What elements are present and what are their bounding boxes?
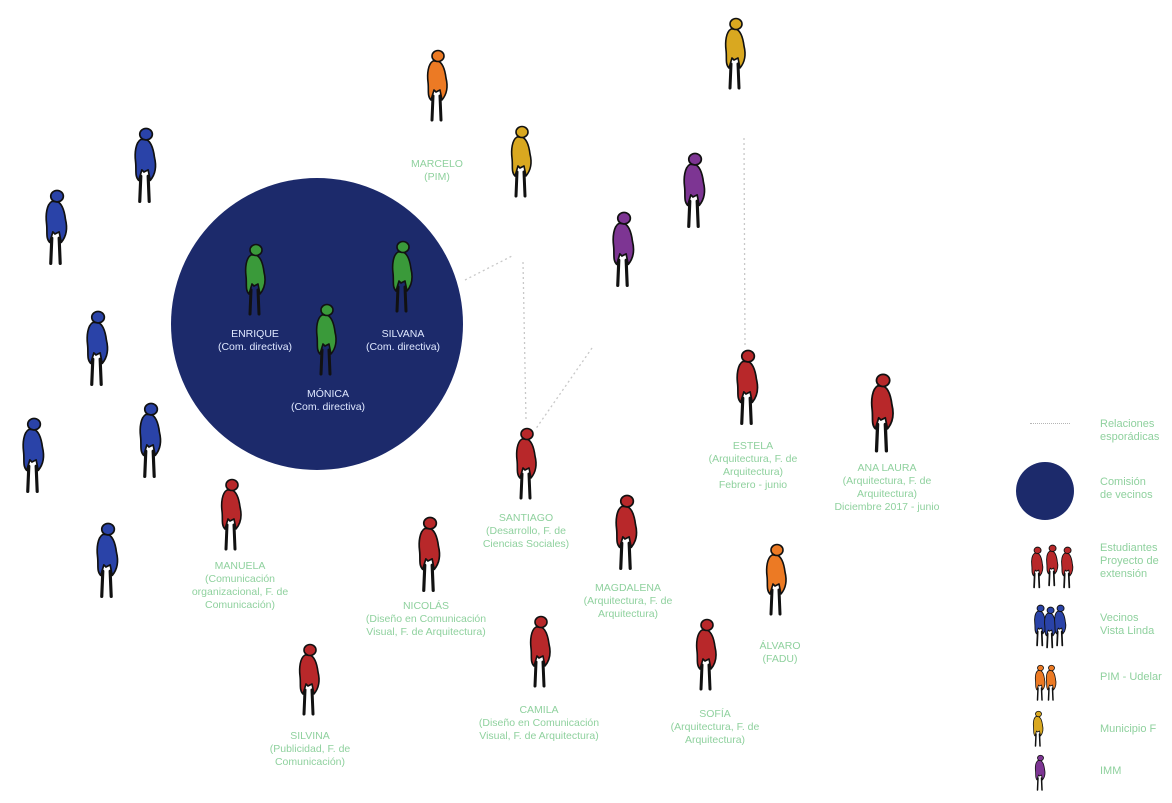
legend-municipio-figure <box>1032 710 1044 747</box>
label-monica: MÓNICA(Com. directiva) <box>290 388 366 413</box>
figures-layer <box>22 17 1074 791</box>
legend-estudiante-figure-1 <box>1031 546 1044 589</box>
legend-imm-figure <box>1034 754 1046 791</box>
figure-sofia <box>695 618 717 691</box>
vecino-figure-3 <box>86 310 109 386</box>
legend-vecino-figure-2 <box>1044 606 1057 649</box>
legend-estudiante-figure-2 <box>1046 544 1059 587</box>
label-marcelo: MARCELO(PIM) <box>411 158 463 183</box>
legend-comision-circle <box>1016 462 1074 520</box>
relation-line-comision-centre <box>464 255 513 281</box>
imm-figure-1 <box>612 211 635 287</box>
figure-silvana <box>391 240 413 313</box>
figure-marcelo <box>426 49 448 122</box>
label-silvana: SILVANA(Com. directiva) <box>365 328 441 353</box>
figure-santiago <box>515 427 537 500</box>
legend-estudiante-figure-3 <box>1061 546 1074 589</box>
vecino-figure-6 <box>96 522 119 598</box>
legend-municipio-label: Municipio F <box>1100 723 1157 735</box>
legend-vecino-figure-3 <box>1054 604 1067 647</box>
legend-pim-figure-1 <box>1034 664 1046 701</box>
imm-figure-2 <box>683 152 706 228</box>
figure-alvaro <box>765 543 787 616</box>
legend-vecino-figure-1 <box>1034 604 1047 647</box>
figure-enrique <box>244 243 266 316</box>
legend-pim-label: PIM - Udelar <box>1100 671 1162 683</box>
figure-silvina <box>298 643 320 716</box>
vecino-figure-1 <box>134 127 157 203</box>
figure-camila <box>529 615 551 688</box>
relation-line-centre-santiago <box>522 261 527 421</box>
figure-estela <box>736 349 759 425</box>
vecino-figure-5 <box>22 417 45 493</box>
relations-layer <box>464 137 746 431</box>
legend-relation-line <box>1030 423 1070 424</box>
figure-magdalena <box>615 494 638 570</box>
municipio-figure-1 <box>510 125 532 198</box>
legend-pim-figure-2 <box>1045 664 1057 701</box>
figure-ana-laura <box>870 373 894 453</box>
relation-line-municipio-estela <box>743 137 746 349</box>
label-enrique: ENRIQUE(Com. directiva) <box>217 328 293 353</box>
figure-monica <box>315 303 337 376</box>
relation-line-purple-santiago <box>534 347 593 431</box>
vecino-figure-4 <box>139 402 162 478</box>
municipio-figure-2 <box>724 17 746 90</box>
vecino-figure-2 <box>45 189 68 265</box>
figure-nicolas <box>418 516 441 592</box>
legend-imm-label: IMM <box>1100 765 1122 777</box>
label-alvaro: ÁLVARO(FADU) <box>759 640 801 665</box>
figure-manuela <box>220 478 242 551</box>
